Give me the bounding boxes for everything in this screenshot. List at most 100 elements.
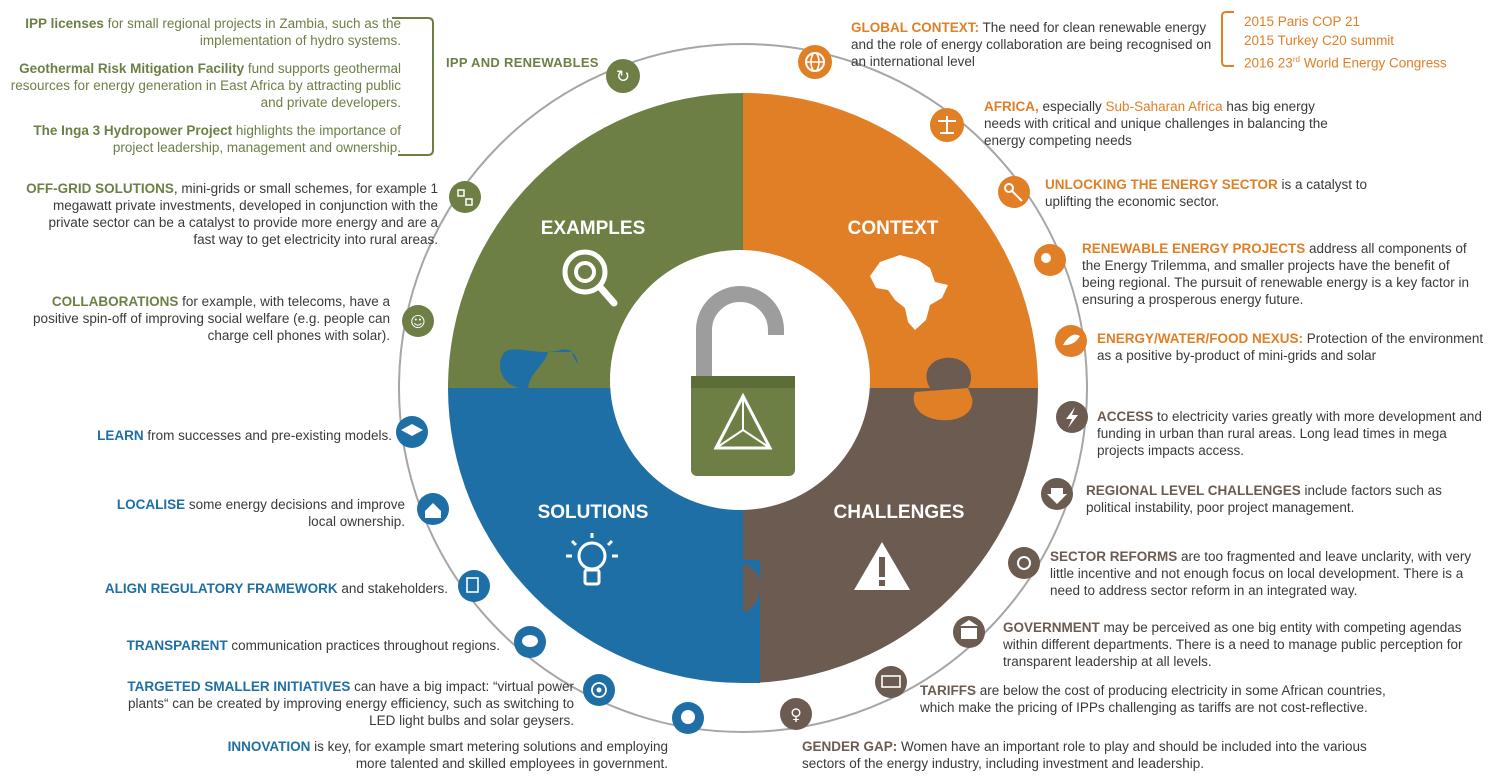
challenges-item: GENDER GAP: Women have an important role… <box>802 738 1402 772</box>
ipp-point: Geothermal Risk Mitigation Facility fund… <box>1 60 401 111</box>
solutions-item-text: from successes and pre-existing models. <box>143 428 392 443</box>
solutions-item-key: INNOVATION <box>227 739 311 754</box>
solutions-item: INNOVATION is key, for example smart met… <box>200 738 668 772</box>
challenges-item: REGIONAL LEVEL CHALLENGES include factor… <box>1086 482 1462 516</box>
solutions-item: TARGETED SMALLER INITIATIVES can have a … <box>112 678 574 729</box>
solutions-item-key: LOCALISE <box>116 497 186 512</box>
examples-bottom-tab <box>528 352 590 388</box>
context-item: UNLOCKING THE ENERGY SECTOR is a catalys… <box>1045 176 1375 210</box>
ipp-point-text: for small regional projects in Zambia, s… <box>103 16 401 48</box>
ipp-point-text: highlights the importance of project lea… <box>112 123 401 155</box>
solutions-item-text: and stakeholders. <box>337 581 448 596</box>
challenges-item-text: are below the cost of producing electric… <box>920 683 1386 715</box>
challenges-label: CHALLENGES <box>834 502 965 523</box>
event-text: World Energy Congress <box>1299 55 1447 71</box>
context-item-key: AFRICA, <box>984 99 1039 114</box>
puzzle-circle <box>448 93 1038 683</box>
examples-item: OFF-GRID SOLUTIONS, mini-grids or small … <box>24 180 438 248</box>
solutions-item: LOCALISE some energy decisions and impro… <box>90 496 405 530</box>
solutions-item-key: TRANSPARENT <box>126 638 228 653</box>
context-item-key: GLOBAL CONTEXT: <box>851 20 979 35</box>
context-item: RENEWABLE ENERGY PROJECTS address all co… <box>1082 240 1477 308</box>
add-user-icon <box>402 305 434 337</box>
context-item: AFRICA, especially Sub-Saharan Africa ha… <box>984 98 1354 149</box>
ipp-point-key: IPP licenses <box>25 16 104 31</box>
solutions-item: TRANSPARENT communication practices thro… <box>60 637 500 654</box>
solutions-item-key: TARGETED SMALLER INITIATIVES <box>127 679 351 694</box>
event-sup: rd <box>1292 55 1300 64</box>
ipp-point-key: Geothermal Risk Mitigation Facility <box>19 61 245 76</box>
solutions-label: SOLUTIONS <box>538 502 649 523</box>
context-item-key: ENERGY/WATER/FOOD NEXUS: <box>1097 331 1304 346</box>
challenges-item-key: TARIFFS <box>920 683 976 698</box>
challenges-item: SECTOR REFORMS are too fragmented and le… <box>1050 548 1496 599</box>
gender-icon-glyph: ♀ <box>790 705 802 724</box>
examples-item-key: OFF-GRID SOLUTIONS <box>26 181 174 196</box>
solutions-item-text: is key, for example smart metering solut… <box>310 739 668 771</box>
context-item-text: is a catalyst to uplifting the economic … <box>1045 177 1368 209</box>
challenges-item: ACCESS to electricity varies greatly wit… <box>1097 408 1491 459</box>
money-icon <box>875 666 907 698</box>
events-list: 2015 Paris COP 21 2015 Turkey C20 summit… <box>1244 12 1447 73</box>
ipp-renewables-label: IPP AND RENEWABLES <box>446 55 599 70</box>
challenges-item-key: GENDER GAP: <box>802 739 898 754</box>
context-item: ENERGY/WATER/FOOD NEXUS: Protection of t… <box>1097 330 1487 364</box>
challenges-item-key: SECTOR REFORMS <box>1050 549 1178 564</box>
context-item-text: has big energy needs with critical and u… <box>984 99 1328 148</box>
examples-item-key: COLLABORATIONS <box>51 294 179 309</box>
context-item-text: The need for clean renewable energy and … <box>851 20 1212 69</box>
context-item-key: RENEWABLE ENERGY PROJECTS <box>1082 241 1306 256</box>
challenges-item-text: to electricity varies greatly with more … <box>1097 409 1482 458</box>
context-item-key: UNLOCKING THE ENERGY SECTOR <box>1045 177 1278 192</box>
challenges-item: TARIFFS are below the cost of producing … <box>920 682 1395 716</box>
solutions-item-key: LEARN <box>97 428 144 443</box>
padlock-icon <box>691 286 795 476</box>
solutions-item-text: some energy decisions and improve local … <box>185 497 405 529</box>
africa-map-icon <box>870 255 948 330</box>
challenges-item-text: are too fragmented and leave unclarity, … <box>1050 549 1472 598</box>
ipp-point: IPP licenses for small regional projects… <box>1 15 401 49</box>
challenges-item-key: REGIONAL LEVEL CHALLENGES <box>1086 483 1301 498</box>
ring-icons: ↻ ☺ ♀ <box>396 45 1088 734</box>
events-bracket <box>1221 11 1234 67</box>
outer-ring <box>398 43 1088 733</box>
event-item: 2015 Turkey C20 summit <box>1244 33 1395 48</box>
context-item-highlight: Sub-Saharan Africa <box>1105 99 1223 114</box>
event-text: 2016 23 <box>1244 55 1293 71</box>
recycle-icon-glyph: ↻ <box>616 67 630 87</box>
recycle-icon <box>606 59 640 93</box>
examples-item-text: , mini-grids or small schemes, for examp… <box>48 181 438 247</box>
examples-item-text: for example, with telecoms, have a posit… <box>33 294 390 343</box>
challenges-item-key: GOVERNMENT <box>1003 620 1100 635</box>
challenges-item-key: ACCESS <box>1097 409 1154 424</box>
challenges-item: GOVERNMENT may be perceived as one big e… <box>1003 619 1488 670</box>
challenges-item-text: Women have an important role to play and… <box>802 739 1367 771</box>
solutions-item-text: can have a big impact: “virtual power pl… <box>128 679 574 728</box>
solutions-item: LEARN from successes and pre-existing mo… <box>40 427 392 444</box>
challenges-item-text: include factors such as political instab… <box>1086 483 1442 515</box>
context-item-text: especially <box>1038 99 1106 114</box>
add-user-icon-glyph: ☺ <box>410 313 426 331</box>
solutions-item-text: communication practices throughout regio… <box>227 638 500 653</box>
gender-icon <box>780 698 812 730</box>
examples-label: EXAMPLES <box>541 218 646 239</box>
lightbulb-icon <box>566 533 618 586</box>
context-item: GLOBAL CONTEXT: The need for clean renew… <box>851 19 1216 70</box>
event-item: 2015 Paris COP 21 <box>1244 14 1361 29</box>
context-item-text: Protection of the environment as a posit… <box>1097 331 1484 363</box>
ipp-point: The Inga 3 Hydropower Project highlights… <box>1 122 401 156</box>
ipp-point-text: fund supports geothermal resources for e… <box>10 61 401 110</box>
examples-tab <box>719 178 743 395</box>
challenges-item-text: may be perceived as one big entity with … <box>1003 620 1463 669</box>
warning-icon <box>854 542 910 590</box>
event-item: 2016 23rd World Energy Congress <box>1244 50 1447 73</box>
magnifier-gear-icon <box>562 249 618 307</box>
ipp-point-key: The Inga 3 Hydropower Project <box>33 123 233 138</box>
document-search-icon <box>458 570 490 602</box>
reforms-icon <box>1008 547 1040 579</box>
context-label: CONTEXT <box>848 218 939 239</box>
flowchart-icon <box>449 181 481 213</box>
challenges-side-notch <box>743 564 761 612</box>
examples-item: COLLABORATIONS for example, with telecom… <box>24 293 390 344</box>
